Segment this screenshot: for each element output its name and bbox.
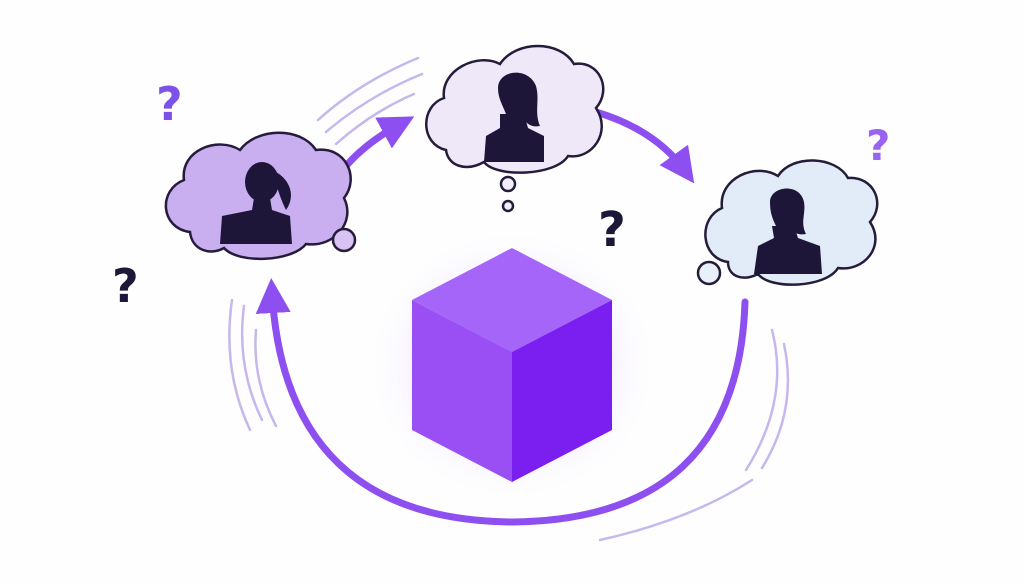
woman-silhouette-icon: [220, 162, 292, 244]
motion-lines: [228, 56, 790, 542]
question-mark-1: ?: [156, 77, 183, 131]
thought-bubble-left: [164, 131, 357, 260]
woman-silhouette-icon: [754, 188, 822, 274]
question-mark-3: ?: [598, 202, 626, 258]
cube-icon: [412, 248, 612, 482]
arrow-bottom-cycle: [255, 278, 749, 526]
thought-bubble-right: [696, 159, 879, 286]
arrow-top-to-right: [592, 108, 695, 184]
question-mark-4: ?: [866, 121, 890, 170]
question-mark-2: ?: [112, 259, 139, 313]
woman-silhouette-icon: [484, 72, 544, 162]
thought-bubble-top: [425, 44, 605, 213]
